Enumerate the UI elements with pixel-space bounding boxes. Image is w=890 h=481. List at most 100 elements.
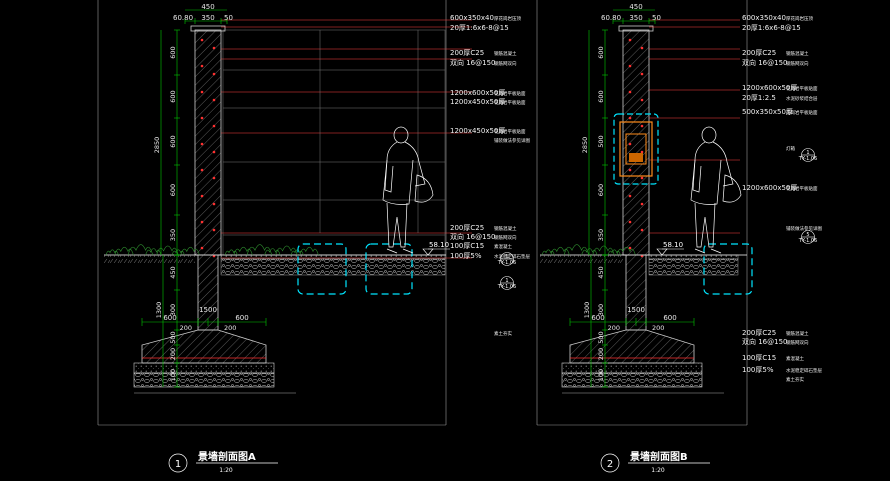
- annotation-sub: 钢筋混凝土: [494, 225, 517, 232]
- annotation-main: 600x350x40: [742, 14, 786, 22]
- annotation-main: 双向 16@150: [450, 232, 496, 241]
- dimension-text: 600: [163, 314, 176, 322]
- annotation-main: 1200x450x50厚: [450, 127, 505, 135]
- dimension-text: 2850: [153, 137, 161, 154]
- blinding-layer: [133, 362, 275, 374]
- dimension-text: 200: [180, 324, 192, 332]
- reference-number: 1: [505, 278, 508, 284]
- pavement-detail-box: [297, 243, 347, 295]
- rebar-dot: [200, 90, 204, 94]
- elevation-mark: 58.10: [656, 241, 684, 256]
- annotation-sub: 铺装做法参见详图: [786, 225, 822, 232]
- annotation-sub: 水泥稳定碎石垫层: [786, 367, 822, 374]
- dimension-text: 450: [169, 266, 177, 278]
- dimension-text: 450: [201, 3, 214, 11]
- annotation-sub: 钢筋网双向: [494, 60, 517, 67]
- dimension-text: 350: [629, 14, 642, 22]
- section-number: 1: [175, 459, 181, 470]
- gravel-bed: [561, 372, 703, 388]
- dimension-text: 200: [597, 348, 605, 360]
- annotation-main: 20厚1:2.5: [742, 94, 776, 102]
- annotation-sub: 铺装做法参见详图: [494, 137, 530, 144]
- rebar-dot: [628, 246, 632, 250]
- dimension-text: 200: [224, 324, 236, 332]
- detail-reference-marker: 1TY-1.06: [798, 148, 817, 162]
- rebar-dot: [628, 168, 632, 172]
- annotation-sub: 素混凝土: [494, 243, 512, 250]
- rebar-dot: [200, 64, 204, 68]
- annotation-sub: 钢筋网双向: [786, 339, 809, 346]
- detail-reference-marker: 1TY-1.06: [497, 252, 516, 266]
- annotation-sub: 花岗岩平板贴面: [786, 185, 818, 192]
- gravel-base: [220, 258, 446, 276]
- reference-sheet: TY-1.06: [497, 284, 516, 290]
- section-scale: 1:20: [651, 467, 665, 474]
- elevation-text: 58.10: [429, 241, 449, 249]
- wall-body: [194, 29, 222, 256]
- rebar-dot: [200, 194, 204, 198]
- rebar-dot: [628, 38, 632, 42]
- dimension-text: 1500: [627, 306, 645, 314]
- section-number: 2: [607, 459, 613, 470]
- annotation-main: 100厚5%: [742, 366, 774, 374]
- rebar-dot: [640, 124, 644, 128]
- annotation-main: 1200x600x50厚: [742, 184, 797, 192]
- dimension-text: 600: [597, 90, 605, 102]
- rebar-dot: [628, 116, 632, 120]
- annotation-main: 200厚C25: [450, 49, 484, 57]
- annotation-sub: 灯箱: [786, 145, 795, 152]
- pavement-detail-box: [703, 243, 753, 295]
- annotation-main: 100厚C15: [450, 242, 484, 250]
- rebar-dot: [212, 202, 216, 206]
- annotation-sub: 水泥砂浆结合层: [786, 95, 818, 102]
- shrub-planting: [541, 244, 636, 256]
- rebar-dot: [212, 176, 216, 180]
- dimension-text: 350: [201, 14, 214, 22]
- annotation-sub: 花岗岩平板贴面: [494, 128, 526, 135]
- annotation-sub: 花岗岩平板贴面: [494, 90, 526, 97]
- dimension-text: 50: [652, 14, 661, 22]
- section-number-circle: [600, 453, 620, 473]
- annotation-sub: 厚花岗岩压顶: [494, 15, 521, 22]
- rebar-dot: [212, 98, 216, 102]
- annotation-main: 100厚5%: [450, 252, 482, 260]
- elevation-text: 58.10: [663, 241, 683, 249]
- gravel-bed: [133, 372, 275, 388]
- rebar-dot: [212, 150, 216, 154]
- annotation-sub: 钢筋网双向: [786, 60, 809, 67]
- rebar-dot: [640, 72, 644, 76]
- annotation-main: 500x350x50厚: [742, 108, 793, 116]
- dimension-text: 2850: [581, 137, 589, 154]
- wall-coping: [618, 25, 654, 32]
- annotation-main: 20厚1:6x6-8@15: [742, 24, 801, 32]
- rebar-dot: [640, 202, 644, 206]
- person-figure: [382, 126, 434, 254]
- annotation-sub: 钢筋混凝土: [786, 50, 809, 57]
- dimension-text: 600: [597, 184, 605, 196]
- annotation-main: 双向 16@150: [450, 58, 496, 67]
- rebar-dot: [212, 46, 216, 50]
- dimension-text: 600: [169, 184, 177, 196]
- annotation-sub: 素土夯实: [786, 376, 804, 383]
- paving-layer: [648, 254, 739, 260]
- section-title: 景墙剖面图A: [198, 450, 256, 463]
- gravel-base: [648, 258, 739, 276]
- reference-sheet: TY-1.06: [798, 238, 817, 244]
- rebar-dot: [640, 176, 644, 180]
- shrub-planting: [105, 244, 200, 256]
- rebar-dot: [212, 72, 216, 76]
- annotation-main: 1200x600x50厚: [450, 89, 505, 97]
- rebar-dot: [212, 124, 216, 128]
- rebar-dot: [640, 46, 644, 50]
- rebar-dot: [200, 38, 204, 42]
- annotation-main: 20厚1:6x6-8@15: [450, 24, 509, 32]
